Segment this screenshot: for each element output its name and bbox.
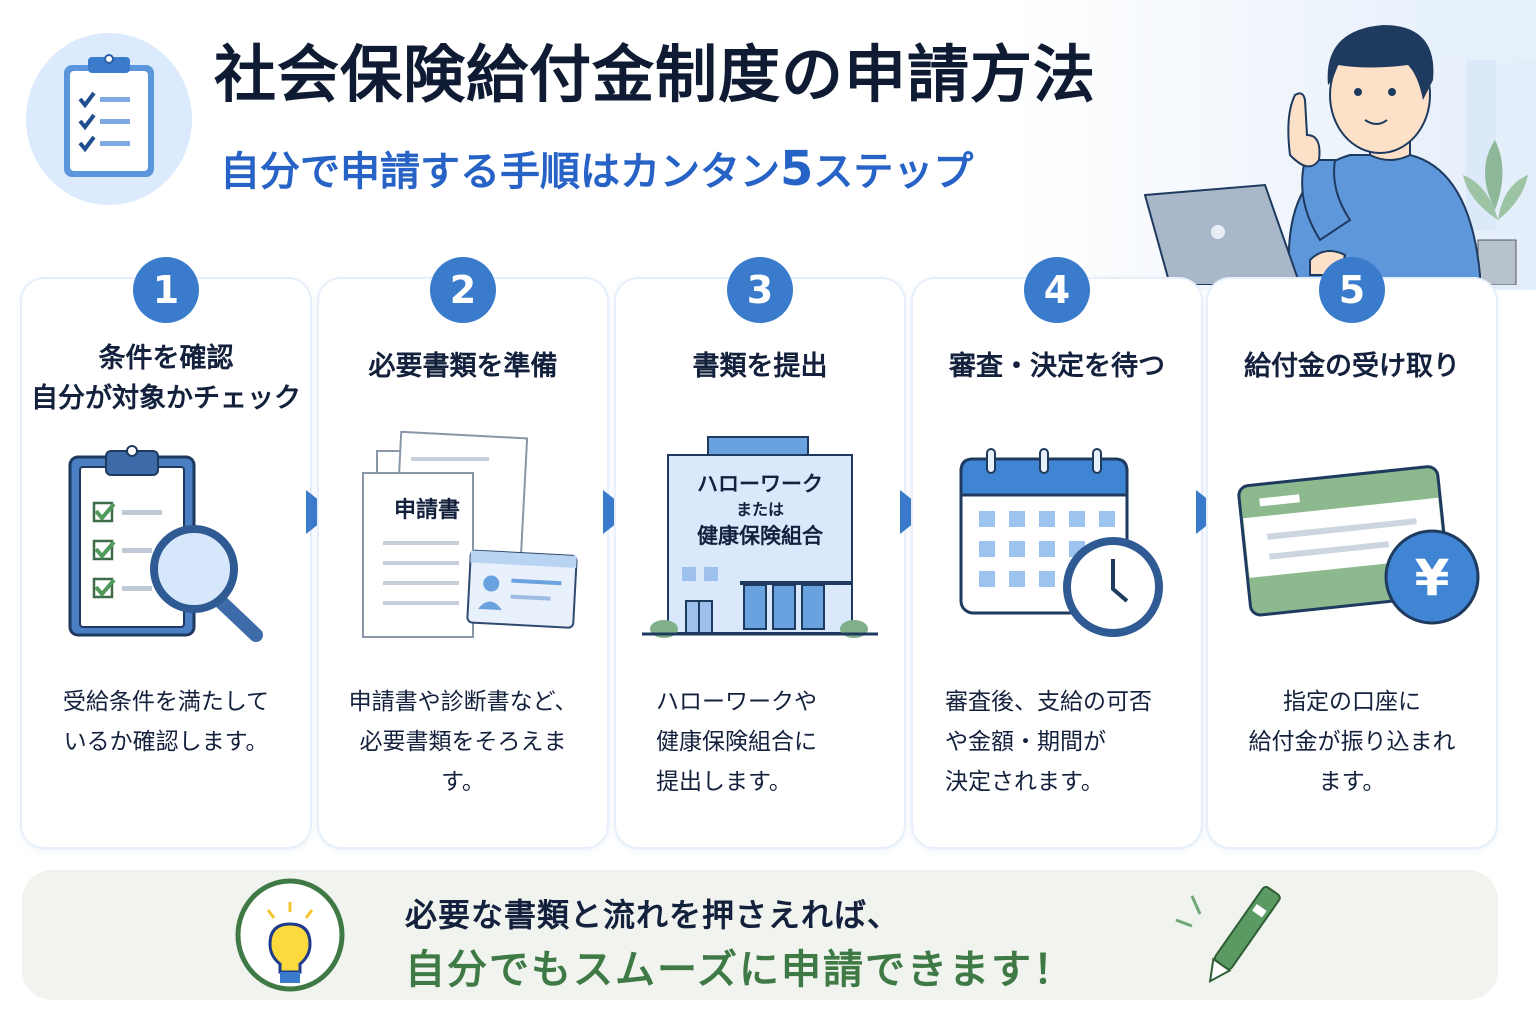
step-title: 必要書類を準備 (319, 347, 607, 387)
yen-symbol: ¥ (1415, 549, 1450, 607)
step-title-line1: 審査・決定を待つ (949, 351, 1165, 382)
documents-id-card-icon: 申請書 (362, 430, 578, 638)
step-title: 給付金の受け取り (1208, 347, 1496, 387)
step-title: 条件を確認 自分が対象かチェック (22, 339, 310, 419)
step-number-badge: 2 (430, 257, 496, 323)
step-number-badge: 5 (1319, 257, 1385, 323)
hero-badge (26, 33, 192, 205)
step-description: ハローワークや 健康保険組合に 提出します。 (656, 689, 817, 795)
page-subtitle: 自分で申請する手順はカンタン5ステップ (220, 145, 973, 193)
step-description: 申請書や診断書など、 必要書類をそろえます。 (348, 689, 578, 795)
step-title-line2: 自分が対象かチェック (31, 383, 301, 414)
step-card-5: 5 給付金の受け取り ¥ 指定の口座に 給付金が振り込まれ ます。 (1208, 257, 1496, 847)
building-sign-line2: または (736, 500, 784, 519)
step-title: 審査・決定を待つ (913, 347, 1201, 387)
step-description: 審査後、支給の可否 や金額・期間が 決定されます。 (945, 689, 1152, 795)
step-number-badge: 1 (133, 257, 199, 323)
step-title-line1: 給付金の受け取り (1244, 351, 1460, 382)
bankbook-yen-icon: ¥ (1237, 465, 1480, 625)
step-description: 指定の口座に 給付金が振り込まれ ます。 (1248, 689, 1456, 795)
step-card-4: 4 審査・決定を待つ 審査後、支給の可否 や金額・期間が 決定されます。 (913, 257, 1201, 847)
step-title-line1: 書類を提出 (692, 351, 828, 382)
lightbulb-icon (235, 878, 345, 992)
step-card-3: 3 書類を提出 ハローワーク または 健康保険組合 ハローワークや 健康保険組合… (616, 257, 904, 847)
footer-line1: 必要な書類と流れを押さえれば、 (405, 896, 901, 934)
step-title-line1: 条件を確認 (98, 343, 234, 374)
step-description: 受給条件を満たして いるか確認します。 (62, 689, 270, 755)
document-label: 申請書 (394, 497, 460, 523)
building-sign-line3: 健康保険組合 (697, 524, 824, 548)
pen-icon (1175, 885, 1281, 984)
office-building-icon: ハローワーク または 健康保険組合 (642, 436, 878, 638)
calendar-clock-icon (959, 448, 1163, 637)
clipboard-checklist-icon (64, 54, 154, 177)
building-sign-line1: ハローワーク (697, 472, 823, 496)
step-number-badge: 3 (727, 257, 793, 323)
step-title-line1: 必要書類を準備 (368, 351, 558, 382)
background-window (1416, 0, 1536, 60)
subtitle-number: 5 (780, 141, 814, 197)
step-title: 書類を提出 (616, 347, 904, 387)
step-card-1: 1 条件を確認 自分が対象かチェック 受給条件を満たして いるか確認します。 (22, 257, 310, 847)
person-laptop-illustration (1143, 25, 1528, 285)
page-title: 社会保険給付金制度の申請方法 (214, 38, 1097, 111)
footer-line2: 自分でもスムーズに申請できます！ (405, 947, 1075, 993)
step-card-2: 2 必要書類を準備 申請書 申請書や診断書など、 必要書類をそろえます。 (319, 257, 607, 847)
subtitle-prefix: 自分で申請する手順はカンタン (220, 149, 780, 195)
subtitle-suffix: ステップ (813, 149, 974, 195)
clipboard-magnifier-icon (68, 445, 263, 642)
step-number-badge: 4 (1024, 257, 1090, 323)
